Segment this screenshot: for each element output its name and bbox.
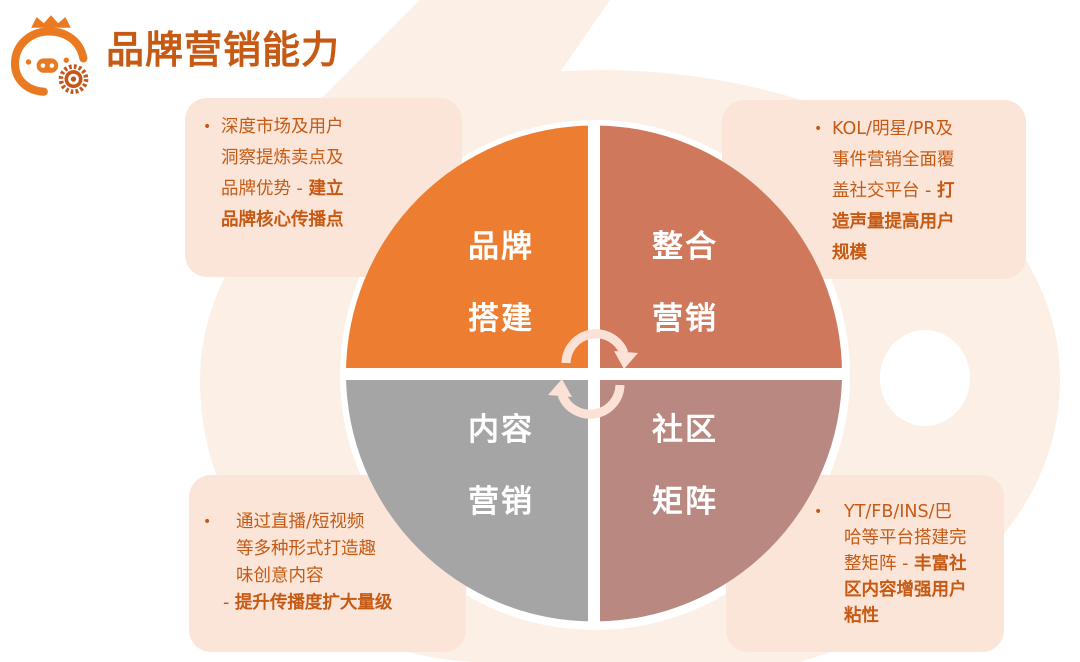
quadrant-label-line: 搭建	[468, 301, 534, 337]
quadrant-label-line: 社区	[652, 412, 718, 448]
cycle-arrow-top-icon	[561, 329, 638, 369]
pig-crown-gear-logo-icon	[10, 15, 89, 96]
box-bold-text: 规模	[832, 243, 867, 263]
box-line: YT/FB/INS/巴	[844, 502, 952, 522]
box-line: KOL/明星/PR及	[832, 119, 954, 139]
box-line: 整矩阵 -	[844, 554, 914, 574]
quadrant-integrated-label: 整合 营销	[630, 211, 740, 355]
quadrant-label-line: 品牌	[468, 229, 534, 265]
bullet-icon: •	[203, 514, 212, 530]
quadrant-content-label: 内容 营销	[446, 394, 556, 538]
box-line: 哈等平台搭建完	[844, 528, 967, 548]
box-line: 品牌优势 -	[221, 179, 309, 199]
box-bold-text: 提升传播度扩大量级	[234, 593, 393, 613]
box-line: 通过直播/短视频	[236, 512, 365, 532]
box-bold-text: 区内容增强用户	[844, 580, 967, 600]
quadrant-label-line: 矩阵	[652, 484, 718, 520]
box-bold-text: 丰富社	[913, 554, 967, 574]
integrated-marketing-description-box: • KOL/明星/PR及 事件营销全面覆 盖社交平台 - 打 造声量提高用户 规…	[722, 100, 1026, 279]
box-line: 等多种形式打造趣	[236, 539, 376, 559]
box-bold-text: 建立	[308, 179, 344, 199]
bullet-icon: •	[203, 119, 212, 135]
box-bold-text: 造声量提高用户	[832, 212, 955, 232]
header: 品牌营销能力	[0, 0, 400, 100]
bullet-icon: •	[814, 504, 823, 520]
box-bold-text: 品牌核心传播点	[221, 210, 344, 230]
quadrant-label-line: 整合	[652, 229, 718, 265]
cycle-arrow-bottom-icon	[548, 379, 625, 419]
box-line: 洞察提炼卖点及	[221, 148, 344, 168]
quadrant-circle-diagram: 品牌 搭建 整合 营销 内容 营销 社区 矩阵	[346, 125, 842, 622]
box-line: 深度市场及用户	[221, 117, 344, 137]
page-title: 品牌营销能力	[106, 28, 341, 72]
box-line: 事件营销全面覆	[832, 150, 955, 170]
quadrant-label-line: 营销	[652, 301, 718, 337]
box-bold-text: 打	[936, 181, 955, 201]
quadrant-label-line: 内容	[468, 412, 534, 448]
quadrant-brand-label: 品牌 搭建	[446, 211, 556, 355]
box-line: 盖社交平台 -	[832, 181, 937, 201]
quadrant-community-label: 社区 矩阵	[630, 394, 740, 538]
box-bold-text: 粘性	[844, 606, 879, 626]
box-line: -	[223, 593, 235, 613]
box-line: 味创意内容	[236, 566, 324, 586]
bullet-icon: •	[814, 121, 823, 137]
quadrant-label-line: 营销	[468, 484, 534, 520]
